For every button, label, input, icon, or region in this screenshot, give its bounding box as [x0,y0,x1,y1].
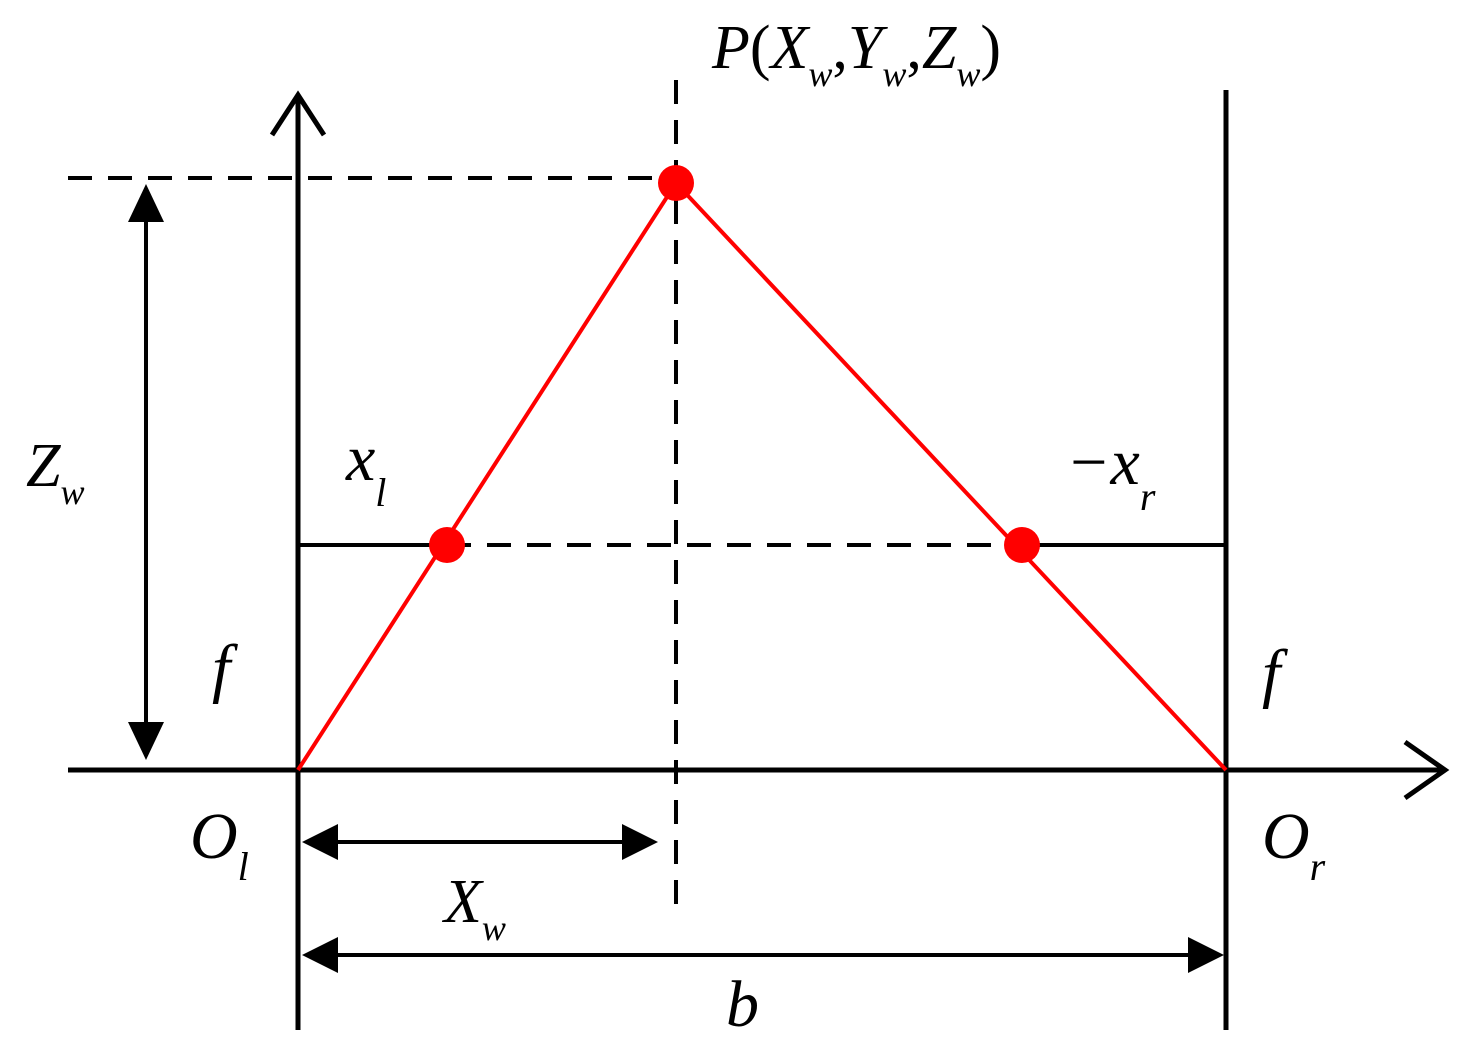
xl-sub: l [375,470,386,515]
right-projection-ray [674,181,1228,772]
baseline-arrowhead [1403,739,1450,801]
world-point-P [658,165,694,201]
zw-arrow-bottom [128,722,164,760]
b-arrow-right [1188,937,1224,973]
neg-xr-main: −x [1066,426,1140,499]
comma-2: , [906,14,922,82]
baseline-label: b [726,968,759,1041]
ol-main: O [190,800,238,873]
right-camera-origin-label: Or [1262,800,1326,889]
or-sub: r [1310,844,1326,889]
z-subscript: w [956,54,980,94]
zw-label: Zw [26,432,85,512]
comma-1: , [832,14,848,82]
neg-xr-sub: r [1140,474,1156,519]
xw-label: Xw [441,868,506,948]
left-image-point [429,527,465,563]
close-paren: ) [980,14,1001,82]
point-coordinate-label: P(Xw,Yw,Zw) [711,14,1001,94]
point-name: P [711,14,750,82]
open-paren: ( [750,14,771,82]
xw-main: X [441,868,484,936]
left-projection-ray [296,181,678,772]
ol-sub: l [238,844,249,889]
x-subscript: w [808,54,832,94]
b-arrow-left [302,937,338,973]
y-coordinate: Y [848,14,888,82]
zw-arrow-top [128,184,164,222]
y-subscript: w [882,54,906,94]
zw-sub: w [60,472,84,512]
xw-sub: w [482,908,506,948]
neg-xr-label: −xr [1066,426,1156,519]
xw-arrow-right [622,824,658,860]
xl-label: xl [345,422,386,515]
or-main: O [1262,800,1310,873]
zw-main: Z [26,432,61,500]
focal-length-left-label: f [212,632,238,705]
left-axis-arrowhead [269,90,327,137]
left-camera-origin-label: Ol [190,800,249,889]
xw-arrow-left [302,824,338,860]
xl-main: x [345,422,375,495]
right-image-point [1004,527,1040,563]
x-coordinate: X [768,14,811,82]
focal-length-right-label: f [1262,637,1288,710]
z-coordinate: Z [922,14,957,82]
